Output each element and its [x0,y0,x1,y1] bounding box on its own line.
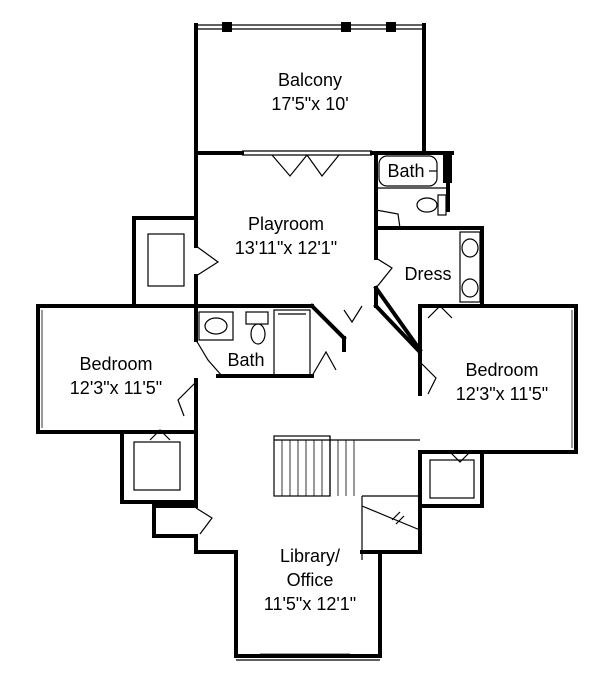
storage-left [132,216,198,308]
playroom-label: Playroom [248,214,324,234]
playroom-walls [194,150,454,308]
dress-area [373,226,484,353]
library-label: Library/ [280,546,340,566]
library-dims: 11'5"x 12'1" [264,594,356,614]
balcony-dims: 17'5"x 10' [271,94,348,114]
bedroom-right-label: Bedroom [465,360,538,380]
library-area [152,430,422,661]
bedroom-left-label: Bedroom [79,354,152,374]
bath-top-area [374,151,484,230]
balcony-area [194,22,426,155]
bedroom-right-area [418,304,578,508]
balcony-label: Balcony [278,70,342,90]
dress-label: Dress [404,264,451,284]
library-label-2: Office [287,570,334,590]
bath-mid-label: Bath [227,350,264,370]
bath-mid-area [194,303,363,378]
playroom-dims: 13'11"x 12'1" [235,238,337,258]
bedroom-left-area [36,304,198,504]
bedroom-left-dims: 12'3"x 11'5" [70,378,162,398]
staircase [273,435,421,560]
bedroom-right-dims: 12'3"x 11'5" [456,384,548,404]
bath-top-label: Bath [387,161,424,181]
